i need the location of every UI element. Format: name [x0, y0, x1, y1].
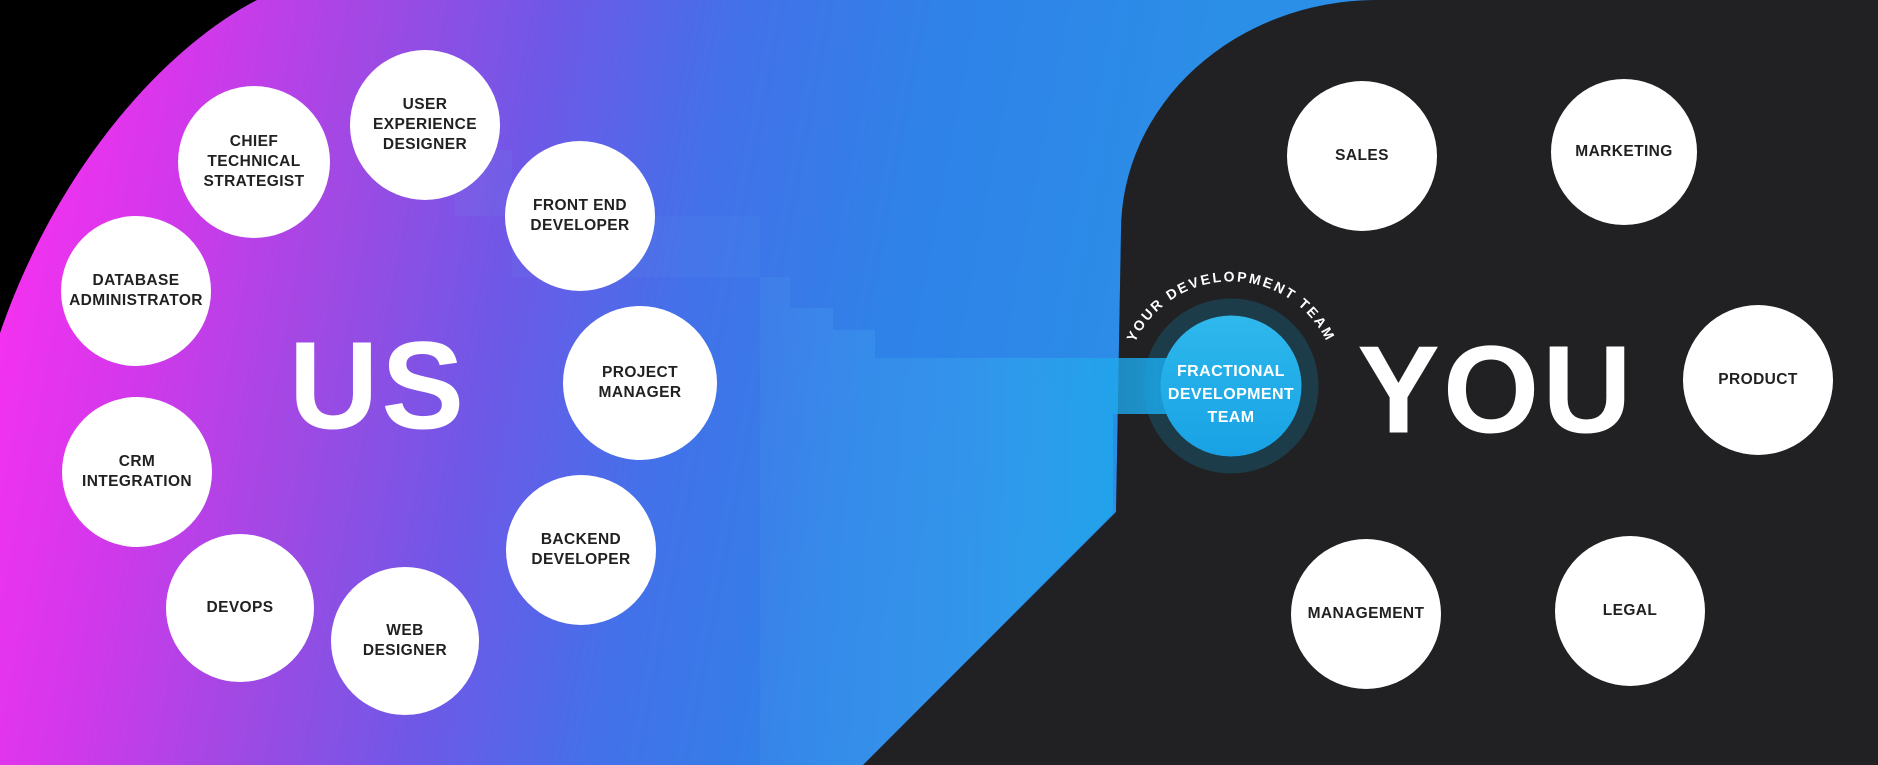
role-circle-label: DEVOPS: [206, 598, 274, 616]
role-circle-label: FRONT END DEVELOPER: [530, 196, 630, 234]
role-circle-management: MANAGEMENT: [1291, 539, 1441, 689]
beam-shape: [760, 277, 1231, 765]
us-title: US: [288, 317, 468, 456]
role-circle-label: USER EXPERIENCE DESIGNER: [373, 95, 477, 154]
role-circle-web-designer: WEB DESIGNER: [331, 567, 479, 715]
role-circle-legal: LEGAL: [1555, 536, 1705, 686]
role-circle-chief-technical-strategist: CHIEF TECHNICAL STRATEGIST: [178, 86, 330, 238]
role-circle-label: CHIEF TECHNICAL STRATEGIST: [203, 132, 305, 191]
role-circle-sales: SALES: [1287, 81, 1437, 231]
role-circle-crm-integration: CRM INTEGRATION: [62, 397, 212, 547]
role-circle-label: MARKETING: [1575, 142, 1673, 160]
role-circle-label: WEB DESIGNER: [362, 621, 448, 659]
you-title: YOU: [1357, 321, 1635, 460]
role-circle-label: PROJECT MANAGER: [598, 363, 682, 401]
role-circle-marketing: MARKETING: [1551, 79, 1697, 225]
hub-label: FRACTIONAL DEVELOPMENT TEAM: [1167, 363, 1295, 427]
hub-circle: [1160, 315, 1302, 457]
role-circle-label: SALES: [1335, 146, 1389, 164]
role-circle-product: PRODUCT: [1683, 305, 1833, 455]
role-circle-label: PRODUCT: [1718, 370, 1798, 388]
role-circle-database-administrator: DATABASE ADMINISTRATOR: [61, 216, 211, 366]
role-circle-project-manager: PROJECT MANAGER: [563, 306, 717, 460]
role-circle-user-experience-designer: USER EXPERIENCE DESIGNER: [350, 50, 500, 200]
role-circle-label: BACKEND DEVELOPER: [531, 530, 631, 568]
role-circle-backend-developer: BACKEND DEVELOPER: [506, 475, 656, 625]
role-circle-label: CRM INTEGRATION: [81, 452, 193, 490]
role-circle-label: MANAGEMENT: [1307, 604, 1425, 622]
role-circle-label: LEGAL: [1602, 601, 1658, 619]
role-circle-label: DATABASE ADMINISTRATOR: [69, 271, 203, 309]
role-circle-front-end-developer: FRONT END DEVELOPER: [505, 141, 655, 291]
role-circle-devops: DEVOPS: [166, 534, 314, 682]
